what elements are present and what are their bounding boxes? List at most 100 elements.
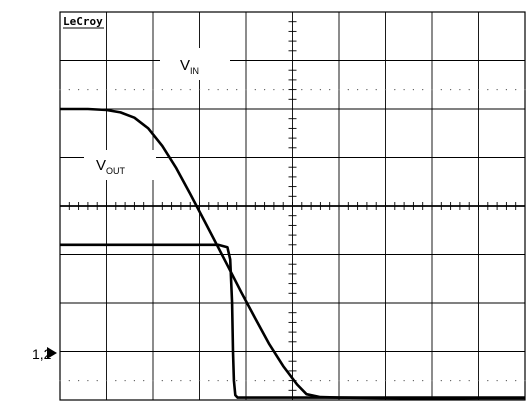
- grid-dot: [375, 89, 377, 91]
- grid-dot: [422, 380, 424, 382]
- grid-dot: [133, 380, 135, 382]
- vout-trace: [60, 243, 525, 399]
- grid-dot: [264, 89, 266, 91]
- grid-dot: [87, 380, 89, 382]
- grid-dot: [515, 89, 517, 91]
- grid-dot: [198, 89, 201, 91]
- grid-dot: [403, 89, 405, 91]
- grid-dot: [96, 89, 98, 91]
- grid-dot: [68, 380, 70, 382]
- grid-dot: [208, 89, 210, 91]
- ground-marker-arrow: [47, 347, 57, 359]
- grid-dot: [524, 89, 526, 91]
- grid-dot: [375, 380, 377, 382]
- grid-dot: [96, 380, 98, 382]
- grid-dot: [282, 89, 284, 91]
- grid-dot: [459, 89, 461, 91]
- grid-dot: [198, 380, 201, 382]
- vin-label: VIN: [180, 57, 199, 76]
- grid-dot: [524, 380, 526, 382]
- grid-dot: [245, 380, 247, 382]
- grid-dot: [468, 380, 470, 382]
- grid-dot: [226, 89, 228, 91]
- grid-dot: [347, 380, 349, 382]
- grid-dot: [143, 380, 145, 382]
- grid-dot: [161, 380, 163, 382]
- grid-dot: [217, 89, 219, 91]
- grid-dot: [59, 380, 61, 382]
- grid-dot: [124, 380, 126, 382]
- grid-dot: [59, 89, 61, 91]
- grid-dot: [217, 380, 219, 382]
- grid-dot: [505, 89, 507, 91]
- grid-dot: [254, 380, 256, 382]
- traces: [60, 107, 525, 400]
- grid-dot: [208, 380, 210, 382]
- vout-label: VOUT: [96, 157, 126, 176]
- grid-dot: [171, 380, 173, 382]
- grid-dot: [115, 380, 117, 382]
- grid-dot: [124, 89, 126, 91]
- grid-dot: [319, 89, 321, 91]
- grid-dot: [301, 380, 303, 382]
- grid-dot: [515, 380, 517, 382]
- grid-dot: [384, 380, 387, 382]
- grid-dot: [78, 89, 80, 91]
- grid-dot: [440, 380, 442, 382]
- grid-dot: [477, 89, 480, 91]
- grid-dot: [450, 89, 452, 91]
- grid-dot: [431, 89, 433, 91]
- grid-dot: [310, 89, 312, 91]
- grid-dot: [180, 380, 182, 382]
- grid-dot: [282, 380, 284, 382]
- grid-dot: [68, 89, 70, 91]
- grid-dot: [412, 380, 414, 382]
- grid-dot: [338, 380, 340, 382]
- grid-dot: [180, 89, 182, 91]
- vout-label-bg: [84, 150, 156, 180]
- grid-dot: [133, 89, 135, 91]
- grid-dot: [422, 89, 424, 91]
- grid-dot: [143, 89, 145, 91]
- grid-dot: [394, 89, 396, 91]
- grid-dot: [152, 380, 154, 382]
- grid-dot: [394, 380, 396, 382]
- grid-dot: [236, 89, 238, 91]
- grid-dot: [171, 89, 173, 91]
- grid-dot: [450, 380, 452, 382]
- grid-dot: [105, 380, 108, 382]
- grid-dot: [357, 89, 359, 91]
- grid-dot: [357, 380, 359, 382]
- grid-dot: [412, 89, 414, 91]
- vin-label-bg: [160, 48, 230, 80]
- grid-dot: [384, 89, 387, 91]
- grid-dot: [338, 89, 340, 91]
- grid-dot: [366, 380, 368, 382]
- grid-dot: [87, 89, 89, 91]
- grid-dot: [236, 380, 238, 382]
- grid-dot: [329, 380, 331, 382]
- grid-dot: [431, 380, 433, 382]
- grid-dot: [347, 89, 349, 91]
- grid-dot: [115, 89, 117, 91]
- grid-dot: [496, 380, 498, 382]
- grid-dot: [496, 89, 498, 91]
- grid-dot: [273, 89, 275, 91]
- grid-dot: [189, 89, 191, 91]
- grid-dot: [301, 89, 303, 91]
- grid-dot: [273, 380, 275, 382]
- grid-dot: [505, 380, 507, 382]
- grid-dot: [366, 89, 368, 91]
- ground-marker-label: 1,2: [32, 346, 52, 362]
- grid-dot: [319, 380, 321, 382]
- vin-label-main: V: [180, 57, 190, 74]
- grid-dot: [487, 89, 489, 91]
- grid-dot: [403, 380, 405, 382]
- grid-dot: [468, 89, 470, 91]
- grid-dot: [78, 380, 80, 382]
- grid-dot: [310, 380, 312, 382]
- vin-label-sub: IN: [190, 66, 199, 76]
- grid-dot: [105, 89, 108, 91]
- vout-label-sub: OUT: [106, 166, 126, 176]
